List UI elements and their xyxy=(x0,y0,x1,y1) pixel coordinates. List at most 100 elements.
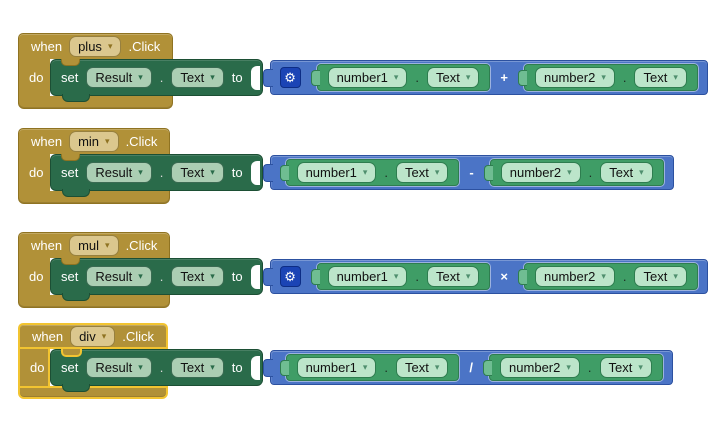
dropdown-arrow-icon: ▾ xyxy=(105,136,110,146)
setter-block[interactable]: set Result ▾ . Text ▾ to xyxy=(50,258,263,301)
when-label: when xyxy=(31,134,63,149)
bottom-connector-tab xyxy=(62,293,90,301)
setter-component-dropdown[interactable]: Result ▾ xyxy=(86,266,152,287)
setter-block[interactable]: set Result ▾ . Text ▾ to xyxy=(50,59,263,102)
dot-separator: . xyxy=(384,360,389,375)
getter-property-dropdown[interactable]: Text ▾ xyxy=(599,357,652,378)
event-block-header[interactable]: when mul ▾ .Click xyxy=(18,232,171,258)
getter-property-dropdown[interactable]: Text ▾ xyxy=(634,266,687,287)
math-divide-block[interactable]: number1 ▾ . Text ▾ / number2 ▾ . Text ▾ xyxy=(269,350,673,385)
setter-component-dropdown[interactable]: Result ▾ xyxy=(86,162,152,183)
getter-component-dropdown[interactable]: number1 ▾ xyxy=(327,67,408,88)
do-label: do xyxy=(30,360,45,375)
property-getter-block[interactable]: number2 ▾ . Text ▾ xyxy=(489,159,664,186)
math-add-block[interactable]: ⚙ number1 ▾ . Text ▾ + number2 ▾ . xyxy=(269,60,708,95)
value-socket xyxy=(250,65,260,90)
math-subtract-block[interactable]: number1 ▾ . Text ▾ - number2 ▾ . Text ▾ xyxy=(269,155,674,190)
dropdown-arrow-icon: ▾ xyxy=(107,41,113,51)
do-slot: do xyxy=(18,258,50,295)
event-block-footer: when plus▾ .Click xyxy=(18,96,174,109)
dropdown-arrow-icon: ▾ xyxy=(638,362,643,372)
dropdown-arrow-icon: ▾ xyxy=(138,167,143,177)
dropdown-arrow-icon: ▾ xyxy=(138,271,143,281)
event-block-header[interactable]: when plus ▾ .Click xyxy=(18,33,174,59)
property-getter-block[interactable]: number2 ▾ . Text ▾ xyxy=(489,354,663,381)
when-label: when xyxy=(31,238,63,253)
event-block-header[interactable]: when min ▾ .Click xyxy=(18,128,171,154)
getter-component-dropdown[interactable]: number2 ▾ xyxy=(500,162,581,183)
dot-separator: . xyxy=(415,70,420,85)
getter-property-value: Text xyxy=(436,70,460,85)
dropdown-arrow-icon: ▾ xyxy=(434,167,440,177)
component-dropdown[interactable]: mul ▾ xyxy=(69,235,119,256)
property-getter-block[interactable]: number1 ▾ . Text ▾ xyxy=(316,263,491,290)
value-socket xyxy=(250,264,260,289)
do-slot: do xyxy=(18,154,50,191)
operator-label: × xyxy=(500,269,509,284)
getter-property-dropdown[interactable]: Text ▾ xyxy=(396,357,449,378)
setter-block[interactable]: set Result ▾ . Text ▾ to xyxy=(50,154,263,197)
getter-component-dropdown[interactable]: number2 ▾ xyxy=(500,357,580,378)
do-slot: do xyxy=(18,59,50,96)
when-mul-click-block[interactable]: when mul ▾ .Click do set Result ▾ . Text… xyxy=(18,232,708,308)
getter-property-dropdown[interactable]: Text ▾ xyxy=(634,67,687,88)
do-slot: do xyxy=(18,349,50,386)
mutator-gear-icon[interactable]: ⚙ xyxy=(279,67,301,88)
setter-property-dropdown[interactable]: Text ▾ xyxy=(171,266,224,287)
getter-property-dropdown[interactable]: Text ▾ xyxy=(427,67,480,88)
when-plus-click-block[interactable]: when plus ▾ .Click do set Result ▾ . Tex… xyxy=(18,33,708,109)
when-label: when xyxy=(31,39,63,54)
event-suffix-label: .Click xyxy=(125,134,158,149)
getter-property-value: Text xyxy=(405,165,429,180)
dot-separator: . xyxy=(588,165,593,180)
set-label: set xyxy=(61,70,79,85)
dot-separator: . xyxy=(159,70,164,85)
setter-component-dropdown[interactable]: Result ▾ xyxy=(86,357,152,378)
getter-component-dropdown[interactable]: number2 ▾ xyxy=(535,67,615,88)
when-div-click-block-selected[interactable]: when div ▾ .Click do set Result ▾ . Text… xyxy=(18,323,673,399)
component-dropdown[interactable]: min ▾ xyxy=(69,131,119,152)
property-getter-block[interactable]: number2 ▾ . Text ▾ xyxy=(524,64,698,91)
do-label: do xyxy=(29,70,44,85)
when-min-click-block[interactable]: when min ▾ .Click do set Result ▾ . Text… xyxy=(18,128,674,204)
event-block-footer: when mul▾ .Click xyxy=(18,295,171,308)
setter-property-value: Text xyxy=(180,70,205,85)
math-multiply-block[interactable]: ⚙ number1 ▾ . Text ▾ × number2 ▾ . xyxy=(269,259,708,294)
setter-property-dropdown[interactable]: Text ▾ xyxy=(171,162,224,183)
dropdown-arrow-icon: ▾ xyxy=(434,362,440,372)
component-dropdown[interactable]: div ▾ xyxy=(70,325,116,347)
dropdown-arrow-icon: ▾ xyxy=(138,72,143,82)
mutator-gear-icon[interactable]: ⚙ xyxy=(279,266,301,287)
getter-property-dropdown[interactable]: Text ▾ xyxy=(396,162,449,183)
setter-component-dropdown[interactable]: Result ▾ xyxy=(86,67,152,88)
component-dropdown[interactable]: plus ▾ xyxy=(69,36,122,57)
dropdown-arrow-icon: ▾ xyxy=(639,167,644,177)
getter-component-dropdown[interactable]: number2 ▾ xyxy=(535,266,615,287)
getter-component-dropdown[interactable]: number1 ▾ xyxy=(296,162,377,183)
setter-component-value: Result xyxy=(95,70,133,85)
dot-separator: . xyxy=(415,269,420,284)
getter-property-dropdown[interactable]: Text ▾ xyxy=(427,266,480,287)
getter-component-dropdown[interactable]: number1 ▾ xyxy=(296,357,377,378)
top-connector-tab xyxy=(61,59,80,66)
property-getter-block[interactable]: number1 ▾ . Text ▾ xyxy=(285,354,460,381)
do-label: do xyxy=(29,269,44,284)
component-dropdown-value: plus xyxy=(78,39,102,54)
operator-label: + xyxy=(500,70,509,85)
getter-property-value: Text xyxy=(609,165,634,180)
getter-component-dropdown[interactable]: number1 ▾ xyxy=(327,266,408,287)
property-getter-block[interactable]: number1 ▾ . Text ▾ xyxy=(285,159,460,186)
dropdown-arrow-icon: ▾ xyxy=(362,362,368,372)
setter-block[interactable]: set Result ▾ . Text ▾ to xyxy=(50,349,263,392)
event-block-footer: when div▾ .Click xyxy=(18,386,169,399)
component-dropdown-value: div xyxy=(79,328,96,344)
event-block-header[interactable]: when div ▾ .Click xyxy=(18,323,169,349)
property-getter-block[interactable]: number1 ▾ . Text ▾ xyxy=(316,64,491,91)
getter-property-dropdown[interactable]: Text ▾ xyxy=(600,162,653,183)
property-getter-block[interactable]: number2 ▾ . Text ▾ xyxy=(524,263,698,290)
event-block-footer: when min▾ .Click xyxy=(18,191,171,204)
getter-component-value: number1 xyxy=(305,360,357,375)
setter-property-value: Text xyxy=(180,165,205,180)
setter-property-dropdown[interactable]: Text ▾ xyxy=(171,67,224,88)
setter-property-dropdown[interactable]: Text ▾ xyxy=(171,357,224,378)
